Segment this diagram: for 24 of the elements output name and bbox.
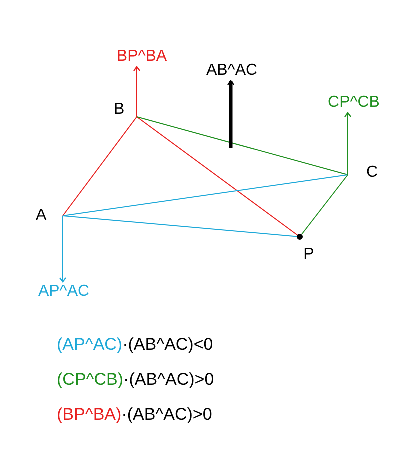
vector-arrow xyxy=(133,66,141,118)
vector-arrow xyxy=(227,80,235,148)
vector-label: CP^CB xyxy=(328,93,380,113)
line-segment xyxy=(62,216,298,238)
line-segment xyxy=(301,174,348,236)
formula-text: ·(AB^AC)>0 xyxy=(124,369,214,391)
vector-label: AB^AC xyxy=(206,61,258,81)
vector-label: AP^AC xyxy=(38,282,90,302)
formula-text: (BP^BA) xyxy=(57,404,122,426)
line-segment xyxy=(136,116,298,236)
formula-text: ·(AB^AC)>0 xyxy=(122,404,212,426)
point-label: A xyxy=(36,206,63,226)
vector-label: BP^BA xyxy=(116,47,168,67)
vector-arrow xyxy=(344,112,352,176)
line-segment xyxy=(136,116,348,176)
vector-arrow xyxy=(59,216,67,283)
point-label: B xyxy=(114,100,137,117)
formula-text: ·(AB^AC)<0 xyxy=(122,334,214,356)
line-segment xyxy=(62,174,348,216)
formula-text: (AP^AC) xyxy=(57,334,123,356)
formula-text: (CP^CB) xyxy=(57,369,124,391)
point-label: P xyxy=(304,245,314,265)
line-segment xyxy=(62,116,138,216)
point-label: C xyxy=(348,162,378,184)
